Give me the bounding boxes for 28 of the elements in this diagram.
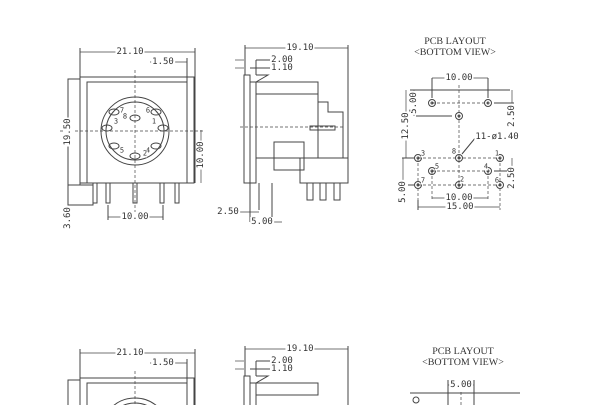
dimension-label: 2.50 bbox=[507, 104, 517, 128]
dimension-label: 11-ø1.40 bbox=[474, 132, 520, 142]
dimension-label: 1.10 bbox=[270, 63, 294, 73]
dimension-label: 10.00 bbox=[444, 73, 474, 83]
dimension-label: 15.00 bbox=[445, 202, 475, 212]
dimension-label: 1.50 bbox=[151, 358, 175, 368]
dimension-label: 5.00 bbox=[398, 180, 408, 204]
dimension-label: 1.10 bbox=[270, 364, 294, 374]
dimension-label: 12.50 bbox=[401, 111, 411, 141]
dimension-label: 5.00 bbox=[449, 380, 473, 390]
dimension-label: 10.00 bbox=[444, 193, 474, 203]
heading: PCB LAYOUT bbox=[431, 347, 495, 357]
dimension-label: 5.00 bbox=[409, 91, 419, 115]
dimension-label: 5.00 bbox=[250, 217, 274, 227]
dimension-label: 2.50 bbox=[216, 207, 240, 217]
dimension-label: 10.00 bbox=[196, 140, 206, 170]
dimension-label: 3.60 bbox=[63, 206, 73, 230]
dimension-label: 21.10 bbox=[115, 47, 145, 57]
dimension-label: 2.50 bbox=[507, 166, 517, 190]
heading: PCB LAYOUT bbox=[423, 37, 487, 47]
dimension-label: 10.00 bbox=[120, 212, 150, 222]
dimension-label: 21.10 bbox=[115, 348, 145, 358]
dimension-label: 19.50 bbox=[63, 117, 73, 147]
dimension-label: 1.50 bbox=[151, 57, 175, 67]
dimension-label: 19.10 bbox=[285, 344, 315, 354]
subheading: <BOTTOM VIEW> bbox=[421, 358, 505, 368]
subheading: <BOTTOM VIEW> bbox=[413, 48, 497, 58]
dimension-label: 19.10 bbox=[285, 43, 315, 53]
